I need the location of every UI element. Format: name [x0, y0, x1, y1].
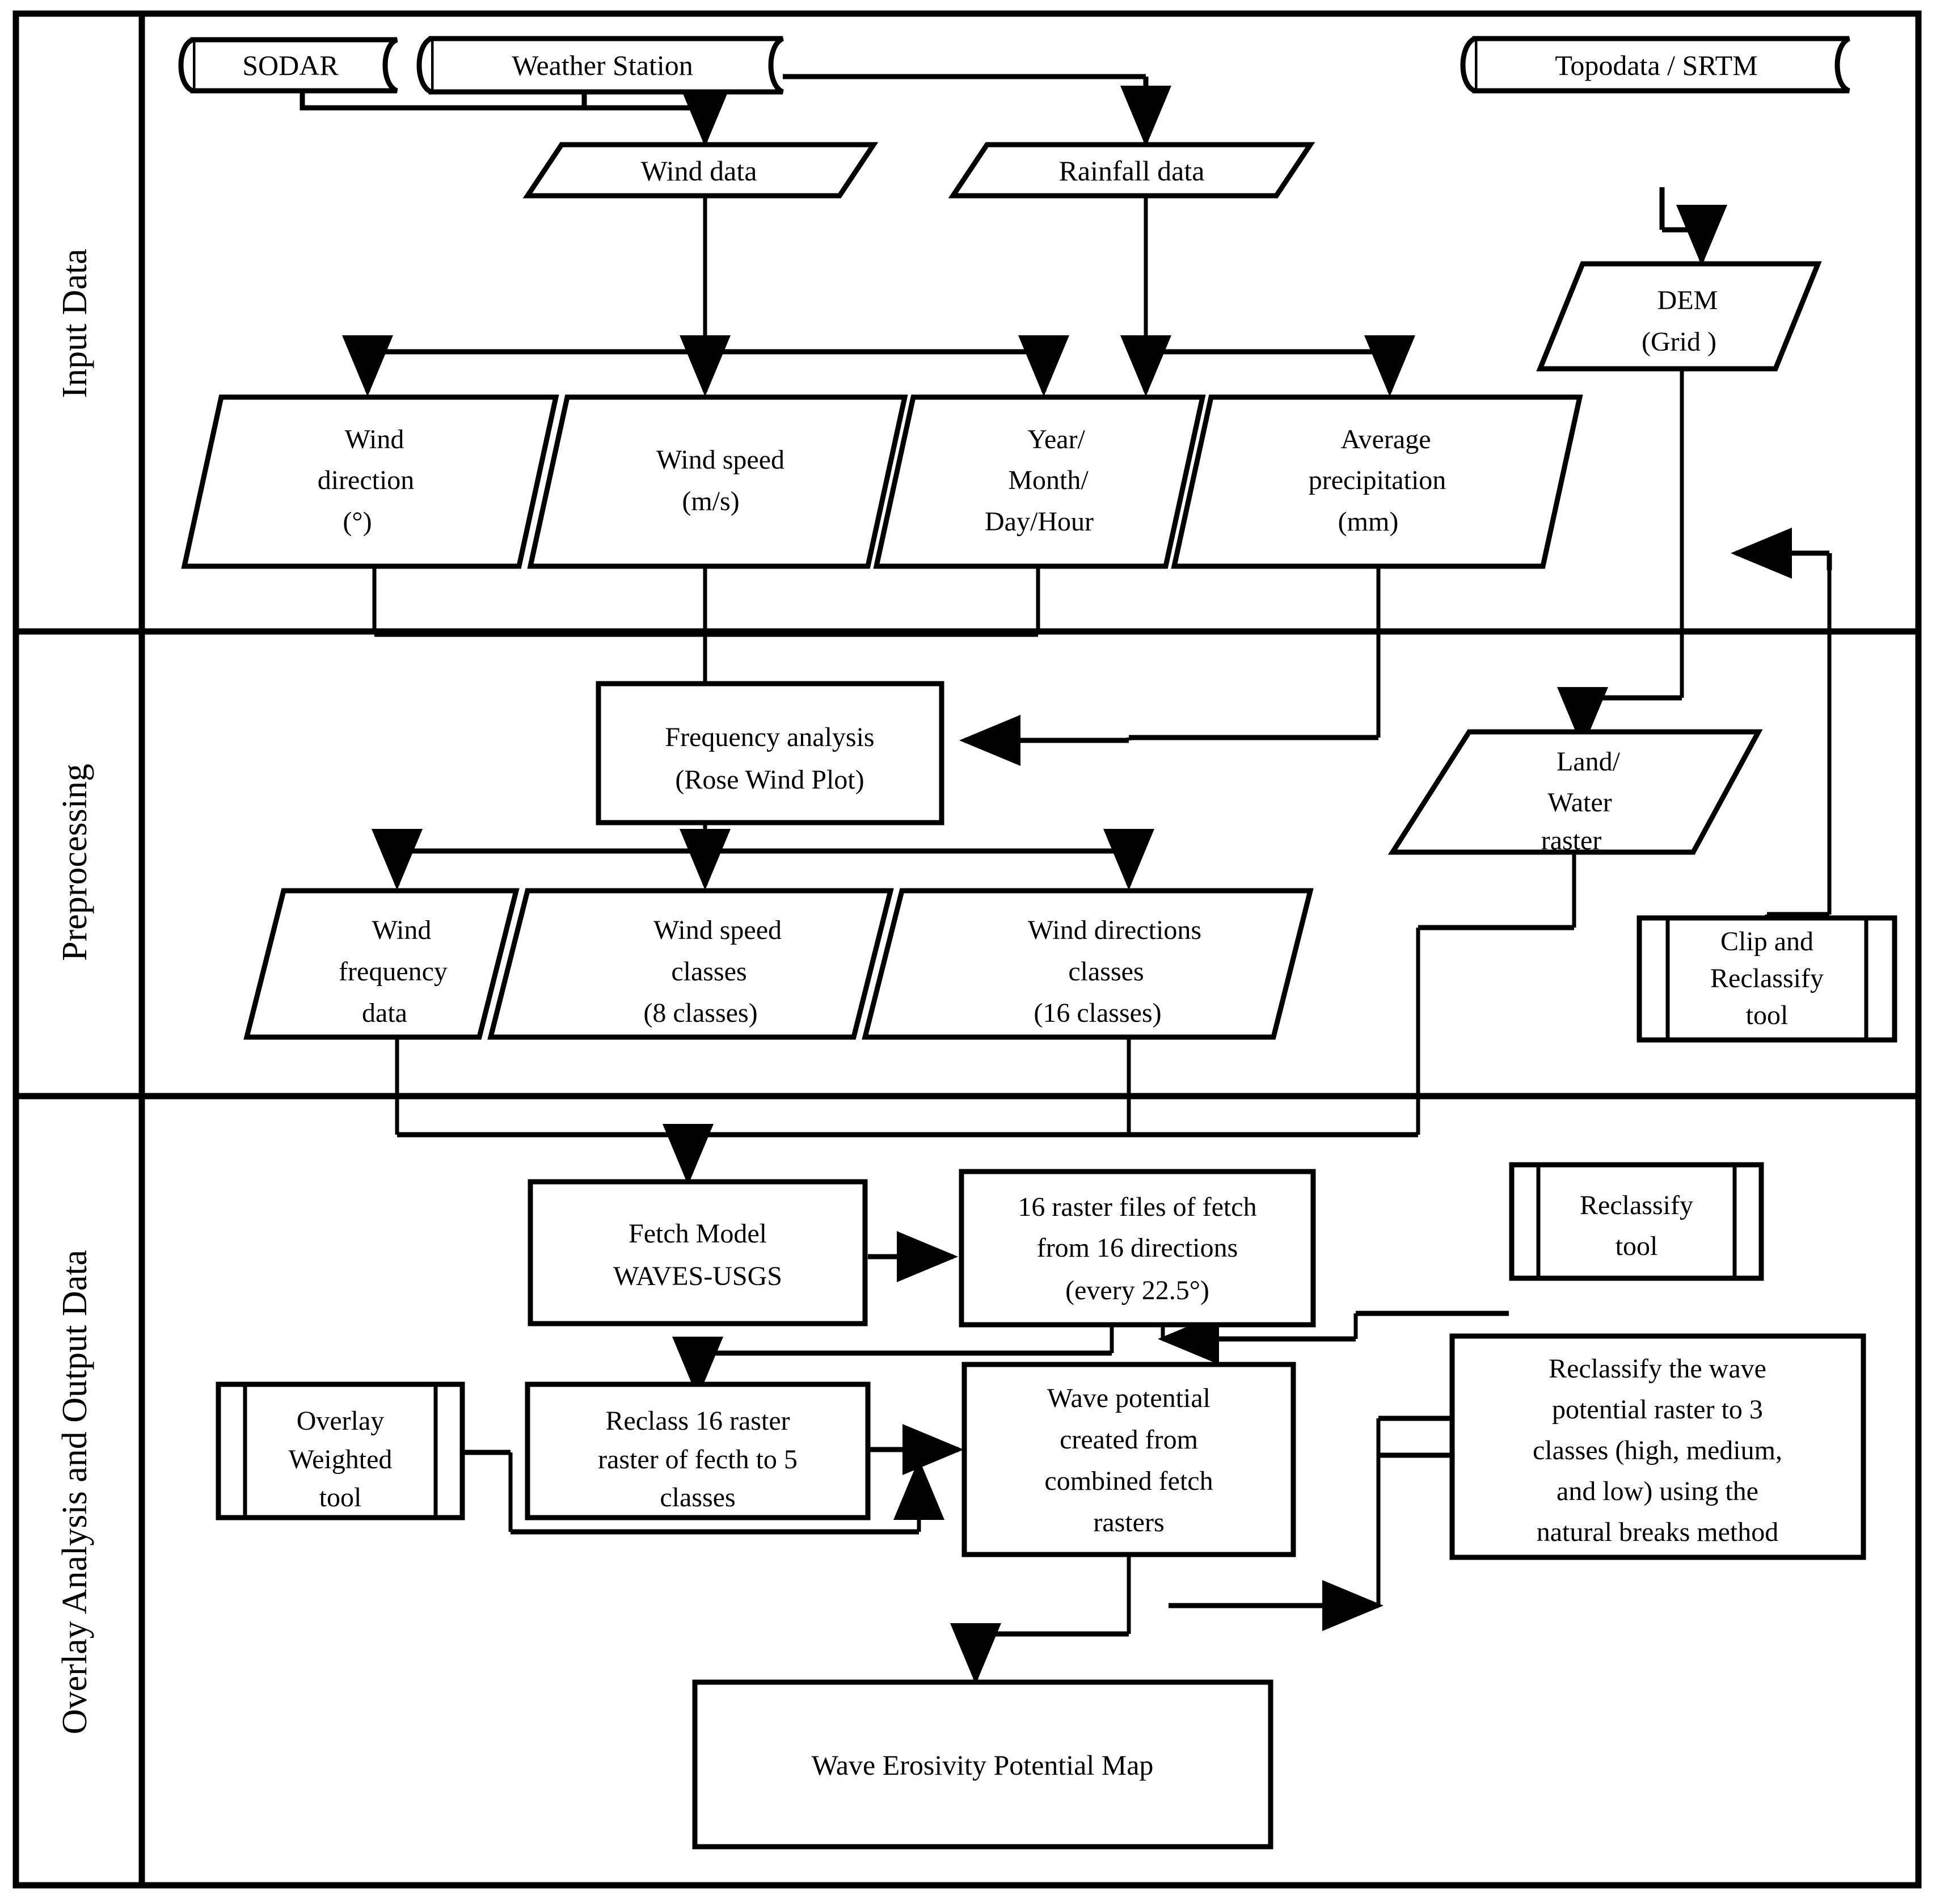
- node-wave-potential[interactable]: Wave potential created from combined fet…: [961, 1362, 1296, 1557]
- node-label-line1: Reclassify the wave: [1549, 1354, 1766, 1384]
- node-label-line3: tool: [1746, 1000, 1789, 1030]
- node-overlay-weighted-tool[interactable]: Overlay Weighted tool: [216, 1381, 465, 1520]
- node-label-line2: WAVES-USGS: [613, 1261, 782, 1291]
- node-label-line3: tool: [319, 1482, 362, 1513]
- node-label-line2: frequency: [339, 957, 448, 987]
- node-label: SODAR: [242, 49, 339, 81]
- section-label-input-data: Input Data: [56, 248, 94, 398]
- node-label: Wave Erosivity Potential Map: [812, 1749, 1154, 1781]
- node-dem[interactable]: DEM (Grid ): [1536, 261, 1822, 372]
- node-label-line3: (8 classes): [643, 998, 757, 1028]
- node-label-line2: (Grid ): [1642, 327, 1716, 357]
- node-label-line1: Frequency analysis: [665, 722, 874, 752]
- node-label: Weather Station: [512, 49, 693, 81]
- node-label-line3: data: [362, 998, 407, 1028]
- node-label-line1: Fetch Model: [629, 1219, 767, 1249]
- node-label-line2: from 16 directions: [1037, 1233, 1238, 1263]
- node-label-line3: (mm): [1338, 507, 1399, 537]
- section-label-text: Overlay Analysis and Output Data: [56, 1250, 94, 1734]
- node-label-line2: (m/s): [682, 486, 739, 516]
- node-label-line4: and low) using the: [1557, 1476, 1758, 1506]
- node-reclass-16-raster[interactable]: Reclass 16 raster raster of fecth to 5 c…: [525, 1381, 871, 1520]
- node-label-line1: Wind directions: [1028, 915, 1201, 945]
- node-average-precipitation[interactable]: Average precipitation (mm): [1171, 394, 1583, 569]
- node-label-line1: Overlay: [297, 1406, 385, 1436]
- node-label-line2: created from: [1060, 1425, 1198, 1455]
- node-label-line2: potential raster to 3: [1552, 1395, 1763, 1425]
- node-sodar[interactable]: SODAR: [178, 37, 399, 94]
- section-label-text: Input Data: [56, 248, 94, 398]
- node-wind-directions-classes[interactable]: Wind directions classes (16 classes): [862, 888, 1314, 1040]
- section-label-overlay-analysis: Overlay Analysis and Output Data: [56, 1250, 94, 1734]
- node-label-line3: (every 22.5°): [1065, 1275, 1209, 1305]
- node-label-line3: classes (high, medium,: [1533, 1435, 1782, 1465]
- node-label-line4: rasters: [1093, 1507, 1164, 1537]
- node-topodata-srtm[interactable]: Topodata / SRTM: [1460, 36, 1851, 94]
- node-label-line2: Weighted: [289, 1444, 393, 1475]
- node-label-line5: natural breaks method: [1537, 1517, 1779, 1547]
- node-label-line3: (16 classes): [1034, 998, 1161, 1028]
- node-label-line1: DEM: [1657, 285, 1718, 315]
- node-label: Wind data: [641, 155, 757, 187]
- section-label-preprocessing: Preprocessing: [56, 764, 94, 961]
- frame-border: [12, 10, 1922, 1889]
- node-wind-direction[interactable]: Wind direction (°): [181, 394, 559, 569]
- node-rainfall-data[interactable]: Rainfall data: [948, 142, 1315, 199]
- node-label-line2: classes: [671, 957, 746, 987]
- node-label-line1: Reclassify: [1580, 1190, 1693, 1220]
- node-label: Topodata / SRTM: [1555, 49, 1757, 81]
- node-label-line1: Clip and: [1720, 926, 1813, 957]
- node-label-line1: Wind speed: [656, 445, 784, 475]
- node-label-line1: Reclass 16 raster: [605, 1406, 790, 1436]
- node-wind-speed[interactable]: Wind speed (m/s): [527, 394, 908, 569]
- node-label-line3: Day/Hour: [985, 507, 1094, 537]
- node-label-line2: precipitation: [1309, 465, 1446, 495]
- node-datetime[interactable]: Year/ Month/ Day/Hour: [873, 394, 1206, 569]
- node-label-line2: Water: [1547, 787, 1612, 818]
- node-label-line1: Wind: [372, 915, 432, 945]
- node-16-raster-files[interactable]: 16 raster files of fetch from 16 directi…: [959, 1169, 1316, 1328]
- node-label-line2: direction: [318, 465, 415, 495]
- node-label-line3: classes: [660, 1482, 735, 1513]
- node-clip-reclassify-tool[interactable]: Clip and Reclassify tool: [1636, 915, 1897, 1043]
- node-label-line2: classes: [1068, 957, 1144, 987]
- node-label-line2: Reclassify: [1710, 963, 1824, 993]
- node-label-line3: combined fetch: [1044, 1466, 1213, 1496]
- node-land-water-raster[interactable]: Land/ Water raster: [1387, 729, 1763, 856]
- node-wave-erosivity-potential-map[interactable]: Wave Erosivity Potential Map: [692, 1679, 1273, 1850]
- node-label-line1: Land/: [1557, 747, 1621, 777]
- connectors: [300, 74, 1832, 1684]
- node-label-line2: Month/: [1008, 465, 1089, 495]
- node-fetch-model[interactable]: Fetch Model WAVES-USGS: [528, 1179, 868, 1326]
- node-weather-station[interactable]: Weather Station: [416, 36, 784, 95]
- node-wind-data[interactable]: Wind data: [522, 142, 879, 199]
- node-label-line3: (°): [343, 507, 372, 537]
- node-label-line3: raster: [1541, 825, 1602, 856]
- node-label-line1: Year/: [1027, 424, 1085, 454]
- node-label-line2: tool: [1616, 1231, 1658, 1261]
- node-reclassify-tool[interactable]: Reclassify tool: [1509, 1162, 1764, 1281]
- node-wind-frequency-data[interactable]: Wind frequency data: [243, 888, 520, 1040]
- node-label: Rainfall data: [1059, 155, 1205, 187]
- node-label-line1: Average: [1341, 424, 1431, 454]
- node-label-line1: 16 raster files of fetch: [1018, 1192, 1256, 1222]
- node-label-line1: Wind speed: [653, 915, 782, 945]
- node-label-line1: Wave potential: [1047, 1383, 1210, 1413]
- node-reclassify-note[interactable]: Reclassify the wave potential raster to …: [1449, 1333, 1866, 1560]
- node-label-line1: Wind: [345, 424, 404, 454]
- node-label-line2: raster of fecth to 5: [598, 1444, 798, 1475]
- node-label-line2: (Rose Wind Plot): [675, 765, 864, 795]
- section-label-text: Preprocessing: [56, 764, 94, 961]
- node-frequency-analysis[interactable]: Frequency analysis (Rose Wind Plot): [596, 681, 944, 825]
- node-wind-speed-classes[interactable]: Wind speed classes (8 classes): [487, 888, 894, 1040]
